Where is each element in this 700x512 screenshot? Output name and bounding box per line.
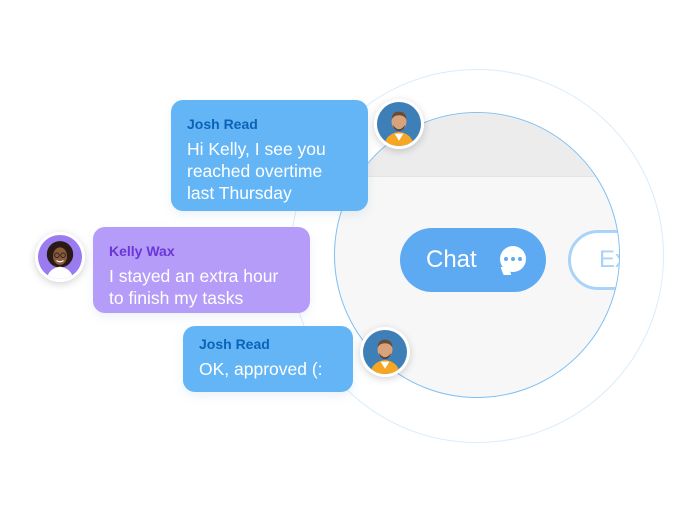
woman-avatar <box>35 232 85 282</box>
chat-button-label: Chat <box>426 246 477 273</box>
message-text: Hi Kelly, I see you reached overtime las… <box>187 139 326 203</box>
message-text: OK, approved (: <box>199 359 323 379</box>
message-text: I stayed an extra hour to finish my task… <box>109 266 279 308</box>
chat-button[interactable]: Chat <box>400 228 546 292</box>
chat-bubble-icon <box>500 246 526 272</box>
sender-name: Josh Read <box>199 336 270 352</box>
man-avatar <box>360 327 410 377</box>
message-bubble-josh-1: Josh Read Hi Kelly, I see you reached ov… <box>171 100 368 211</box>
sender-name: Kelly Wax <box>109 243 175 259</box>
sender-name: Josh Read <box>187 116 258 132</box>
message-bubble-kelly: Kelly Wax I stayed an extra hour to fini… <box>93 227 310 313</box>
man-avatar <box>374 99 424 149</box>
secondary-button-label: Ex <box>599 246 619 273</box>
secondary-button[interactable]: Ex <box>568 230 619 290</box>
message-bubble-josh-2: Josh Read OK, approved (: <box>183 326 353 392</box>
